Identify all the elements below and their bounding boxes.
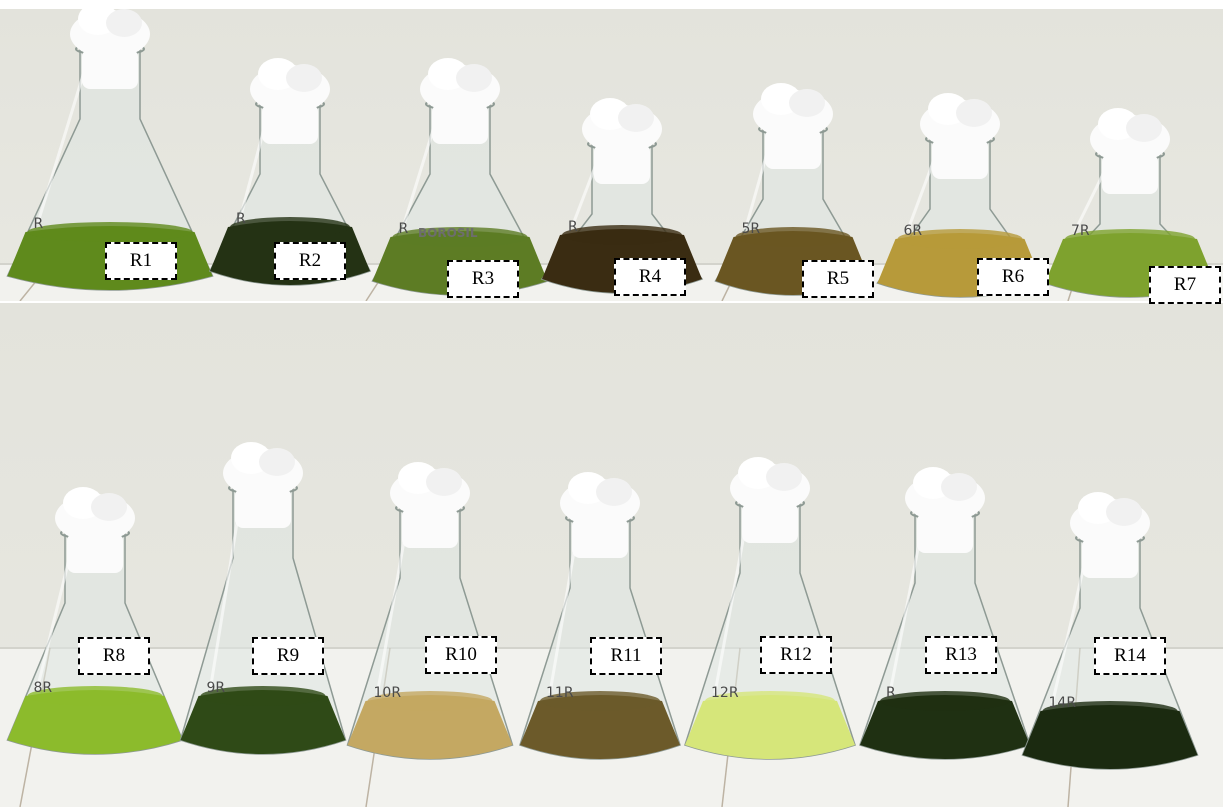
liquid-r12 xyxy=(685,695,855,759)
flask-r12: 12R xyxy=(684,457,856,760)
cotton-plug xyxy=(582,98,662,184)
flask-marker-text: 9R xyxy=(207,680,226,696)
flask-marker-text: 11R xyxy=(546,685,574,701)
cotton-plug xyxy=(1090,108,1170,194)
liquid-r8 xyxy=(7,690,183,754)
flask-marker-text: R xyxy=(568,219,578,235)
sample-label-r5: R5 xyxy=(802,260,874,298)
flask-r7: 7R xyxy=(1043,108,1217,298)
liquid-r9 xyxy=(180,690,346,754)
cotton-plug xyxy=(223,442,303,528)
liquid-r11 xyxy=(520,695,680,759)
flask-marker-text: R xyxy=(34,216,44,232)
flask-brand-text: BOROSIL xyxy=(418,226,478,240)
flask-marker-text: 10R xyxy=(374,685,402,701)
cotton-plug xyxy=(920,93,1000,179)
flask-marker-text: 8R xyxy=(34,680,53,696)
cotton-plug xyxy=(1070,492,1150,578)
sample-label-r3: R3 xyxy=(447,260,519,298)
cotton-plug xyxy=(390,462,470,548)
sample-label-r4: R4 xyxy=(614,258,686,296)
cotton-plug xyxy=(753,83,833,169)
cotton-plug xyxy=(730,457,810,543)
flask-marker-text: 14R xyxy=(1049,695,1077,711)
flask-marker-text: R xyxy=(236,211,246,227)
sample-label-r9: R9 xyxy=(252,637,324,675)
sample-label-r6: R6 xyxy=(977,258,1049,296)
cotton-plug xyxy=(55,487,135,573)
flask-r10: 10R xyxy=(346,462,514,760)
flask-r9: 9R xyxy=(179,442,347,755)
cotton-plug xyxy=(905,467,985,553)
sample-label-r11: R11 xyxy=(590,637,662,675)
sample-label-r8: R8 xyxy=(78,637,150,675)
flask-marker-text: 12R xyxy=(711,685,739,701)
liquid-r14 xyxy=(1022,705,1198,769)
cotton-plug xyxy=(560,472,640,558)
flask-r5: 5R xyxy=(714,83,872,296)
sample-label-r7: R7 xyxy=(1149,266,1221,304)
sample-label-r13: R13 xyxy=(925,636,997,674)
liquid-r13 xyxy=(860,695,1030,759)
flask-marker-text: 6R xyxy=(904,223,923,239)
flask-marker-text: R xyxy=(399,221,409,237)
liquid-r10 xyxy=(347,695,513,759)
cotton-plug xyxy=(70,9,150,89)
sample-label-r1: R1 xyxy=(105,242,177,280)
flask-marker-text: R xyxy=(886,685,896,701)
sample-label-r2: R2 xyxy=(274,242,346,280)
sample-label-r10: R10 xyxy=(425,636,497,674)
flask-r6: 6R xyxy=(876,93,1044,298)
flask-marker-text: 5R xyxy=(742,221,761,237)
cotton-plug xyxy=(420,58,500,144)
sample-label-r14: R14 xyxy=(1094,637,1166,675)
cotton-plug xyxy=(250,58,330,144)
sample-label-r12: R12 xyxy=(760,636,832,674)
flask-marker-text: 7R xyxy=(1071,223,1090,239)
